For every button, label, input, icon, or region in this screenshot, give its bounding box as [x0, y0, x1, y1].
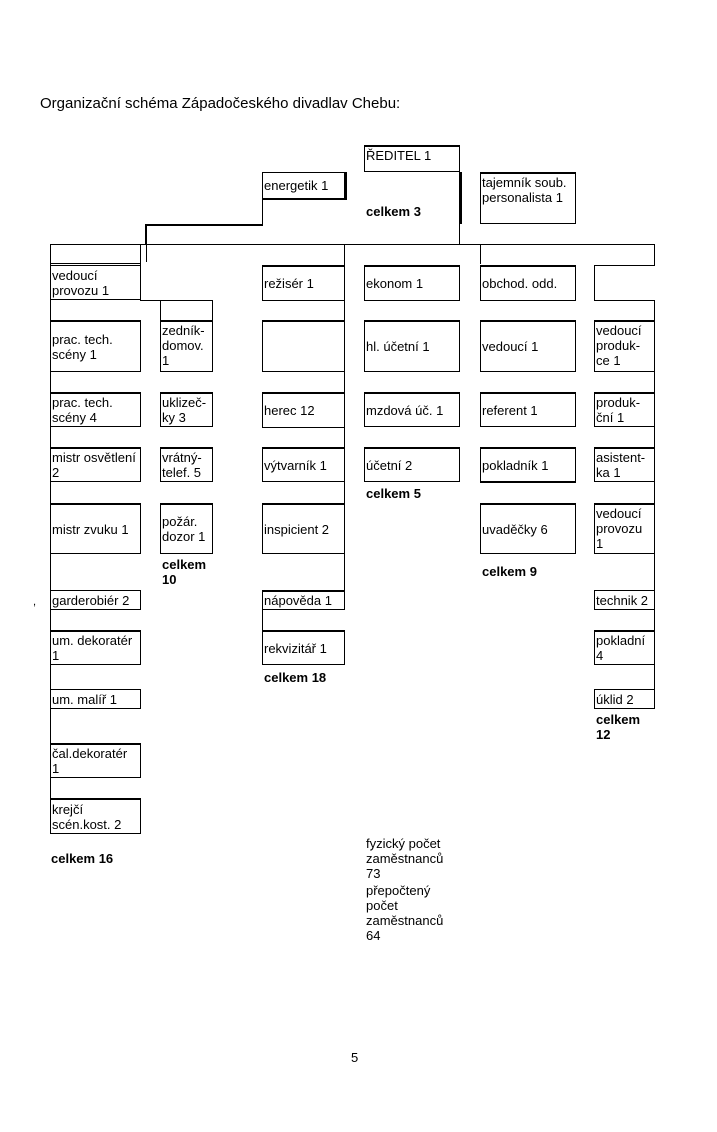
connector-line — [346, 172, 347, 200]
box-col1-item: mistr osvětlení 2 — [50, 447, 141, 482]
box-col6-item: vedoucí provozu 1 — [594, 503, 655, 554]
total-col2: celkem 10 — [162, 557, 207, 587]
box-col1-item: prac. tech. scény 1 — [50, 320, 141, 372]
total-col4: celkem 5 — [366, 486, 421, 501]
box-col5-item: referent 1 — [480, 392, 576, 427]
connector-line — [459, 145, 460, 245]
header-box — [160, 300, 213, 321]
box-col2-item: zedník- domov. 1 — [160, 321, 213, 372]
box-col6-item: vedoucí produk- ce 1 — [594, 320, 655, 372]
connector-line — [50, 244, 655, 245]
box-col2-item: uklizeč- ky 3 — [160, 392, 213, 427]
box-col2-item: vrátný- telef. 5 — [160, 447, 213, 482]
box-col1-item: čal.dekoratér 1 — [50, 743, 141, 778]
empty-box — [262, 320, 345, 372]
box-col4-item: účetní 2 — [364, 447, 460, 482]
box-col3-item: výtvarník 1 — [262, 447, 345, 482]
page-number: 5 — [351, 1050, 359, 1065]
box-col6-item: pokladní 4 — [594, 630, 655, 665]
box-energy: energetik 1 — [262, 172, 346, 200]
header-box — [594, 265, 655, 301]
box-col6-item: úklid 2 — [594, 689, 655, 709]
box-col3-item: herec 12 — [262, 392, 345, 428]
box-col1-item: krejčí scén.kost. 2 — [50, 798, 141, 834]
box-col6-item: asistent- ka 1 — [594, 447, 655, 482]
box-col1-item: mistr zvuku 1 — [50, 503, 141, 554]
box-col6-item: produk- ční 1 — [594, 392, 655, 427]
connector-line — [460, 172, 462, 224]
box-col2-item: požár. dozor 1 — [160, 503, 213, 554]
box-col5-item: vedoucí 1 — [480, 320, 576, 372]
box-col1-item: um. malíř 1 — [50, 689, 141, 709]
box-col3-item: režisér 1 — [262, 265, 345, 301]
box-col4-item: hl. účetní 1 — [364, 320, 460, 372]
box-col1-item: vedoucí provozu 1 — [50, 265, 141, 300]
box-col1-item: garderobiér 2 — [50, 590, 141, 610]
connector-line — [145, 224, 147, 244]
total-col3: celkem 18 — [264, 670, 327, 685]
box-col6-item: technik 2 — [594, 590, 655, 610]
box-director: ŘEDITEL 1 — [364, 145, 460, 172]
summary-physical: fyzický počet zaměstnanců 73 — [366, 836, 444, 881]
box-col1-item: um. dekoratér 1 — [50, 630, 141, 665]
box-col3-item: inspicient 2 — [262, 503, 345, 554]
total-col5: celkem 9 — [482, 564, 537, 579]
box-col5-item: pokladník 1 — [480, 447, 576, 483]
page-title: Organizační schéma Západočeského divadla… — [40, 95, 401, 112]
box-col5-item: uvaděčky 6 — [480, 503, 576, 554]
box-col4-item: ekonom 1 — [364, 265, 460, 301]
box-col3-item: rekvizitář 1 — [262, 630, 345, 665]
connector-line — [262, 200, 263, 224]
box-secretary: tajemník soub. personalista 1 — [480, 172, 576, 224]
total-col1: celkem 16 — [51, 851, 114, 866]
box-col1-item: prac. tech. scény 4 — [50, 392, 141, 427]
box-col5-item: obchod. odd. — [480, 265, 576, 301]
connector-line — [146, 244, 147, 262]
connector-line — [145, 224, 263, 226]
summary-recalculated: přepočtený počet zaměstnanců 64 — [366, 883, 444, 943]
box-col3-item: nápověda 1 — [262, 590, 345, 610]
total-col6: celkem 12 — [596, 712, 641, 742]
header-box — [50, 244, 141, 264]
stray-mark: , — [33, 596, 37, 608]
total-top: celkem 3 — [366, 204, 421, 219]
box-col4-item: mzdová úč. 1 — [364, 392, 460, 427]
connector-line — [480, 244, 481, 264]
connector-line — [262, 609, 263, 631]
